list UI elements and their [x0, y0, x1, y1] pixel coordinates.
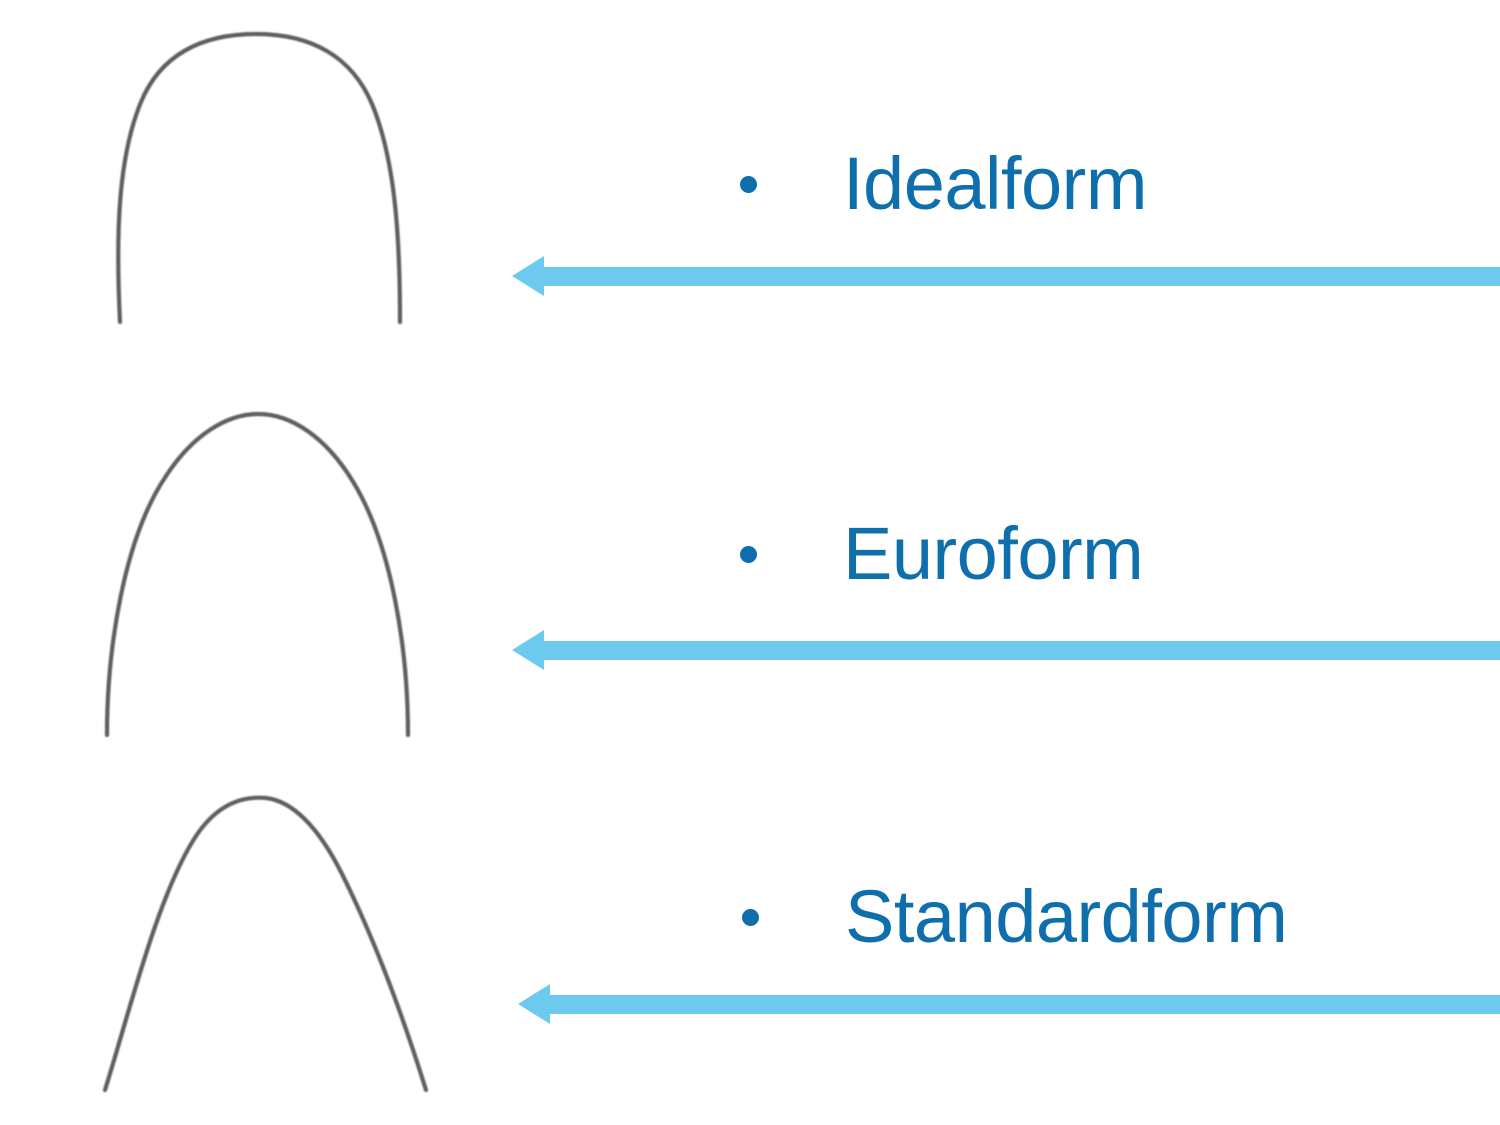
arrow-left-idealform-shape — [512, 256, 1500, 296]
arrow-left-standardform — [500, 976, 1500, 1032]
archwire-idealform-path — [116, 31, 403, 325]
archwire-standardform-path — [102, 795, 429, 1093]
bullet-item-euroform: Euroform — [740, 512, 1144, 595]
archwire-idealform-drawing — [116, 31, 403, 325]
arrow-left-standardform-shape — [518, 984, 1500, 1024]
archwire-standardform-drawing — [102, 795, 429, 1093]
archwire-standardform-figure — [0, 782, 500, 1112]
bullet-dot-icon — [740, 545, 757, 563]
arrow-left-euroform — [500, 622, 1500, 678]
arrow-left-icon — [512, 630, 1500, 670]
bullet-item-idealform: Idealform — [740, 147, 1147, 221]
arrow-left-icon — [512, 256, 1500, 296]
bullet-label-idealform: Idealform — [843, 142, 1147, 225]
bullet-dot-icon — [740, 175, 757, 193]
archwire-idealform-figure — [0, 10, 500, 350]
bullet-item-standardform: Standardform — [742, 875, 1288, 958]
arrow-left-idealform — [500, 248, 1500, 304]
arrow-left-icon — [518, 984, 1500, 1024]
archwire-euroform-drawing — [104, 411, 411, 738]
bullet-dot-icon — [742, 908, 759, 926]
bullet-label-standardform: Standardform — [845, 875, 1288, 958]
archwire-euroform-path — [104, 411, 411, 738]
bullet-label-euroform: Euroform — [843, 512, 1144, 595]
archwire-euroform-figure — [0, 398, 500, 750]
arrow-left-euroform-shape — [512, 630, 1500, 670]
